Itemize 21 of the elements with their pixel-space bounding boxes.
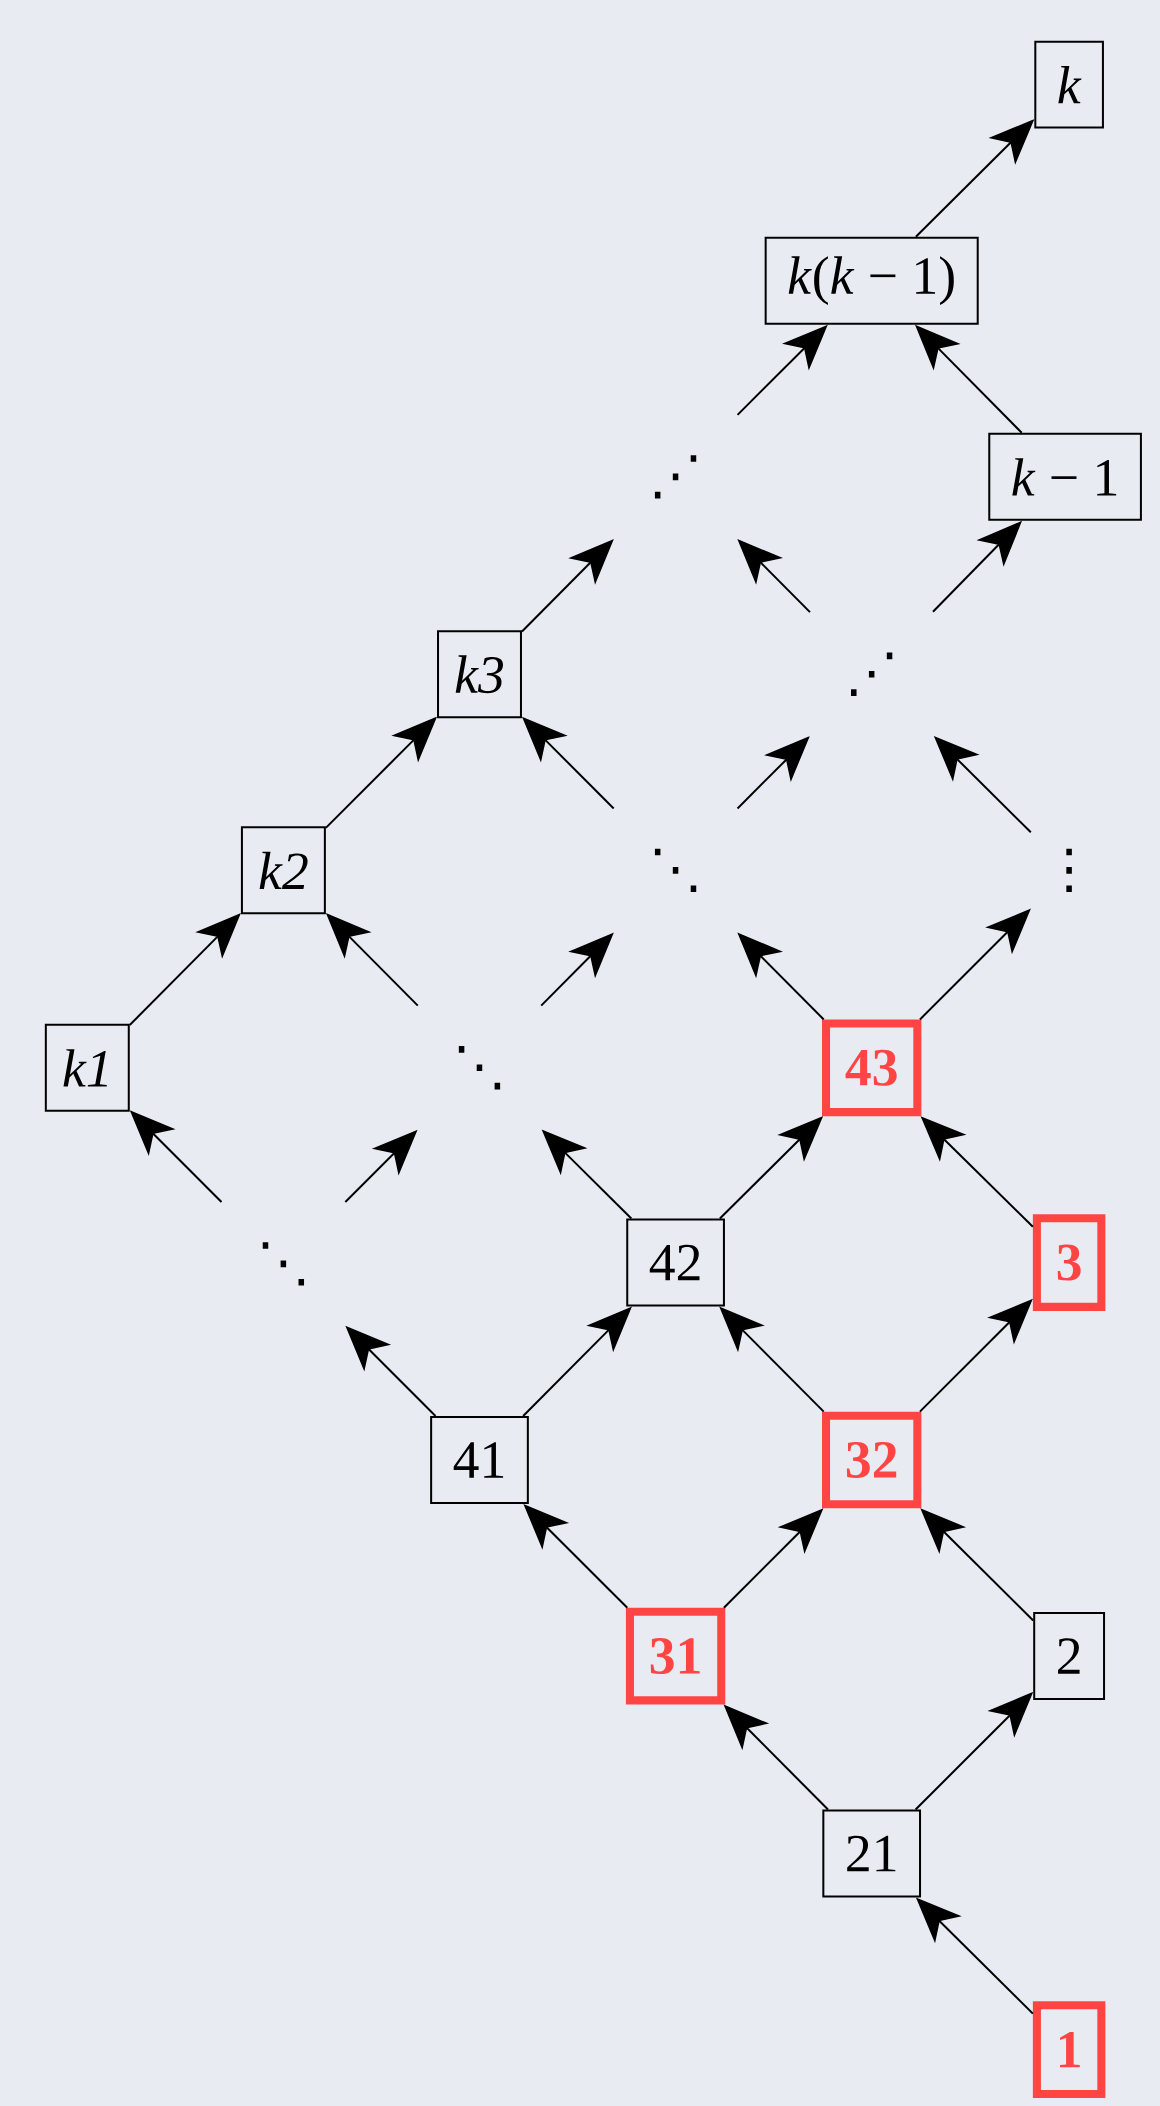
- label-box: 42: [626, 1218, 725, 1307]
- label-box: 2: [1032, 1612, 1105, 1701]
- label-box: k2: [240, 826, 326, 915]
- ellipsis: ⋱: [262, 1242, 304, 1286]
- label-box: k − 1: [988, 432, 1142, 521]
- ellipsis: ⋰: [654, 455, 696, 499]
- label-box: k3: [436, 630, 522, 719]
- label-box: k: [1034, 40, 1104, 129]
- ellipsis: ⋰: [850, 652, 893, 696]
- highlighted-box: 32: [821, 1411, 922, 1509]
- ellipsis: ⋮: [1066, 848, 1072, 893]
- highlighted-box: 31: [625, 1607, 726, 1705]
- highlighted-box: 3: [1032, 1214, 1106, 1311]
- ellipsis: ⋱: [654, 848, 696, 893]
- highlighted-box: 1: [1032, 2001, 1106, 2098]
- highlighted-box: 43: [821, 1019, 922, 1117]
- label-box: 21: [822, 1809, 921, 1898]
- label-box: k(k − 1): [764, 236, 979, 325]
- label-box: 41: [429, 1416, 529, 1504]
- ellipsis: ⋱: [458, 1046, 500, 1090]
- label-box: k1: [44, 1023, 130, 1112]
